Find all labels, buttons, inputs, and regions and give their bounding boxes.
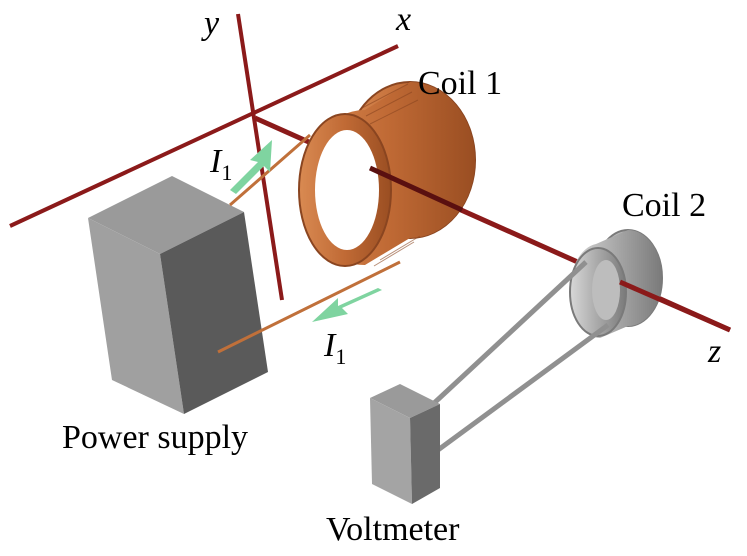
coil-2-label: Coil 2 [622, 187, 706, 224]
current-label-upper: I1 [209, 143, 232, 185]
axis-x-label: x [395, 1, 411, 38]
current-label-lower: I1 [323, 327, 346, 369]
coil-2 [569, 229, 731, 338]
power-supply-box [88, 176, 268, 414]
current-arrow-upper [230, 140, 272, 194]
axis-y-label: y [201, 5, 220, 42]
axis-z-label: z [707, 333, 721, 370]
coil-1-label: Coil 1 [418, 65, 502, 102]
lead-lower [436, 322, 610, 453]
x-axis-line [9, 44, 399, 228]
lead-upper [430, 260, 588, 407]
voltmeter-box [370, 384, 440, 504]
current-arrow-lower [312, 288, 382, 322]
power-supply-label: Power supply [62, 419, 248, 456]
wire-lower [217, 260, 401, 354]
voltmeter-label: Voltmeter [326, 511, 460, 548]
coil-1 [298, 81, 476, 267]
